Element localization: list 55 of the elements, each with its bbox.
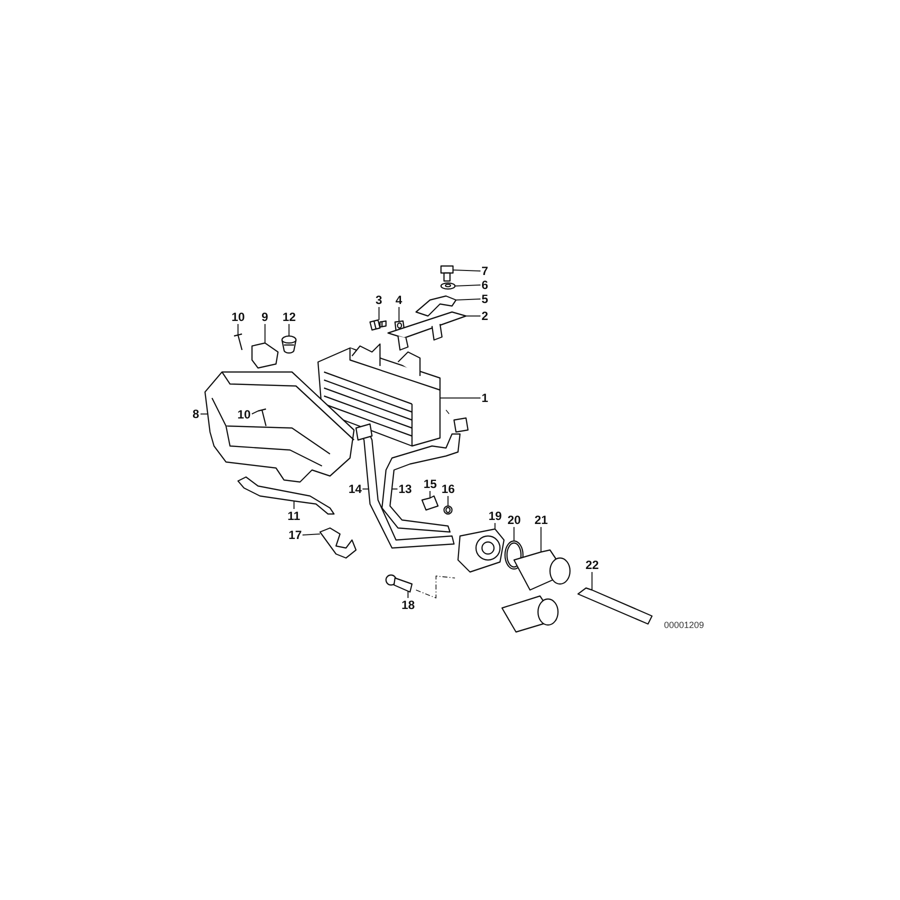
callout-number: 17 bbox=[288, 528, 302, 542]
bracket-drawing bbox=[251, 342, 279, 369]
oil-filter-drawing bbox=[513, 549, 571, 591]
callout-number: 16 bbox=[442, 482, 455, 496]
banjo-bolt-drawing bbox=[421, 495, 439, 511]
leader-line bbox=[288, 324, 290, 336]
callout-number: 14 bbox=[348, 482, 362, 496]
leader-line bbox=[378, 306, 380, 320]
bolt-drawing bbox=[385, 574, 413, 593]
leader-line bbox=[264, 324, 266, 344]
leader-line bbox=[251, 410, 258, 414]
callout-number: 13 bbox=[398, 482, 412, 496]
callout-number: 18 bbox=[402, 598, 415, 612]
drawing-number: 00001209 bbox=[664, 620, 704, 630]
callout-number: 12 bbox=[282, 310, 296, 324]
callout-number: 4 bbox=[396, 293, 402, 307]
bolt-drawing bbox=[440, 265, 454, 282]
callout-number: 15 bbox=[424, 477, 437, 491]
leader-line bbox=[494, 522, 496, 530]
callout-number: 22 bbox=[586, 558, 599, 572]
callout-number: 19 bbox=[488, 509, 502, 523]
bracket-drawing bbox=[387, 311, 467, 351]
leader-line bbox=[302, 534, 320, 536]
leader-line bbox=[452, 270, 481, 272]
oil-hose-drawing bbox=[381, 417, 469, 533]
leader-line bbox=[398, 306, 400, 322]
leader-line bbox=[454, 284, 481, 286]
callout-number: 1 bbox=[482, 391, 488, 405]
bolt-drawing bbox=[369, 319, 387, 331]
clip-drawing bbox=[319, 527, 357, 559]
leader-line bbox=[392, 488, 398, 490]
callout-number: 9 bbox=[262, 310, 268, 324]
callout-number: 21 bbox=[534, 513, 548, 527]
washer-drawing bbox=[440, 282, 456, 290]
callout-number: 8 bbox=[192, 407, 200, 421]
leader-line bbox=[540, 526, 542, 552]
callout-number: 5 bbox=[482, 292, 488, 306]
pipe-drawing bbox=[577, 587, 653, 625]
callout-number: 3 bbox=[376, 293, 382, 307]
filter-housing-drawing bbox=[457, 528, 505, 573]
callout-number: 10 bbox=[232, 310, 245, 324]
callout-number: 7 bbox=[482, 264, 488, 278]
seal-ring-drawing bbox=[443, 505, 453, 515]
callout-number: 11 bbox=[288, 509, 300, 523]
callout-number: 20 bbox=[508, 513, 521, 527]
callout-number: 10 bbox=[237, 408, 251, 422]
screw-drawing bbox=[257, 408, 267, 427]
leader-line bbox=[456, 298, 481, 300]
screw-drawing bbox=[233, 333, 243, 351]
clamp-drawing bbox=[415, 295, 457, 317]
grommet-drawing bbox=[281, 335, 297, 354]
callout-number: 2 bbox=[482, 309, 488, 323]
leader-line bbox=[362, 488, 370, 490]
cover-drawing bbox=[204, 371, 355, 483]
callout-number: 6 bbox=[482, 278, 488, 292]
